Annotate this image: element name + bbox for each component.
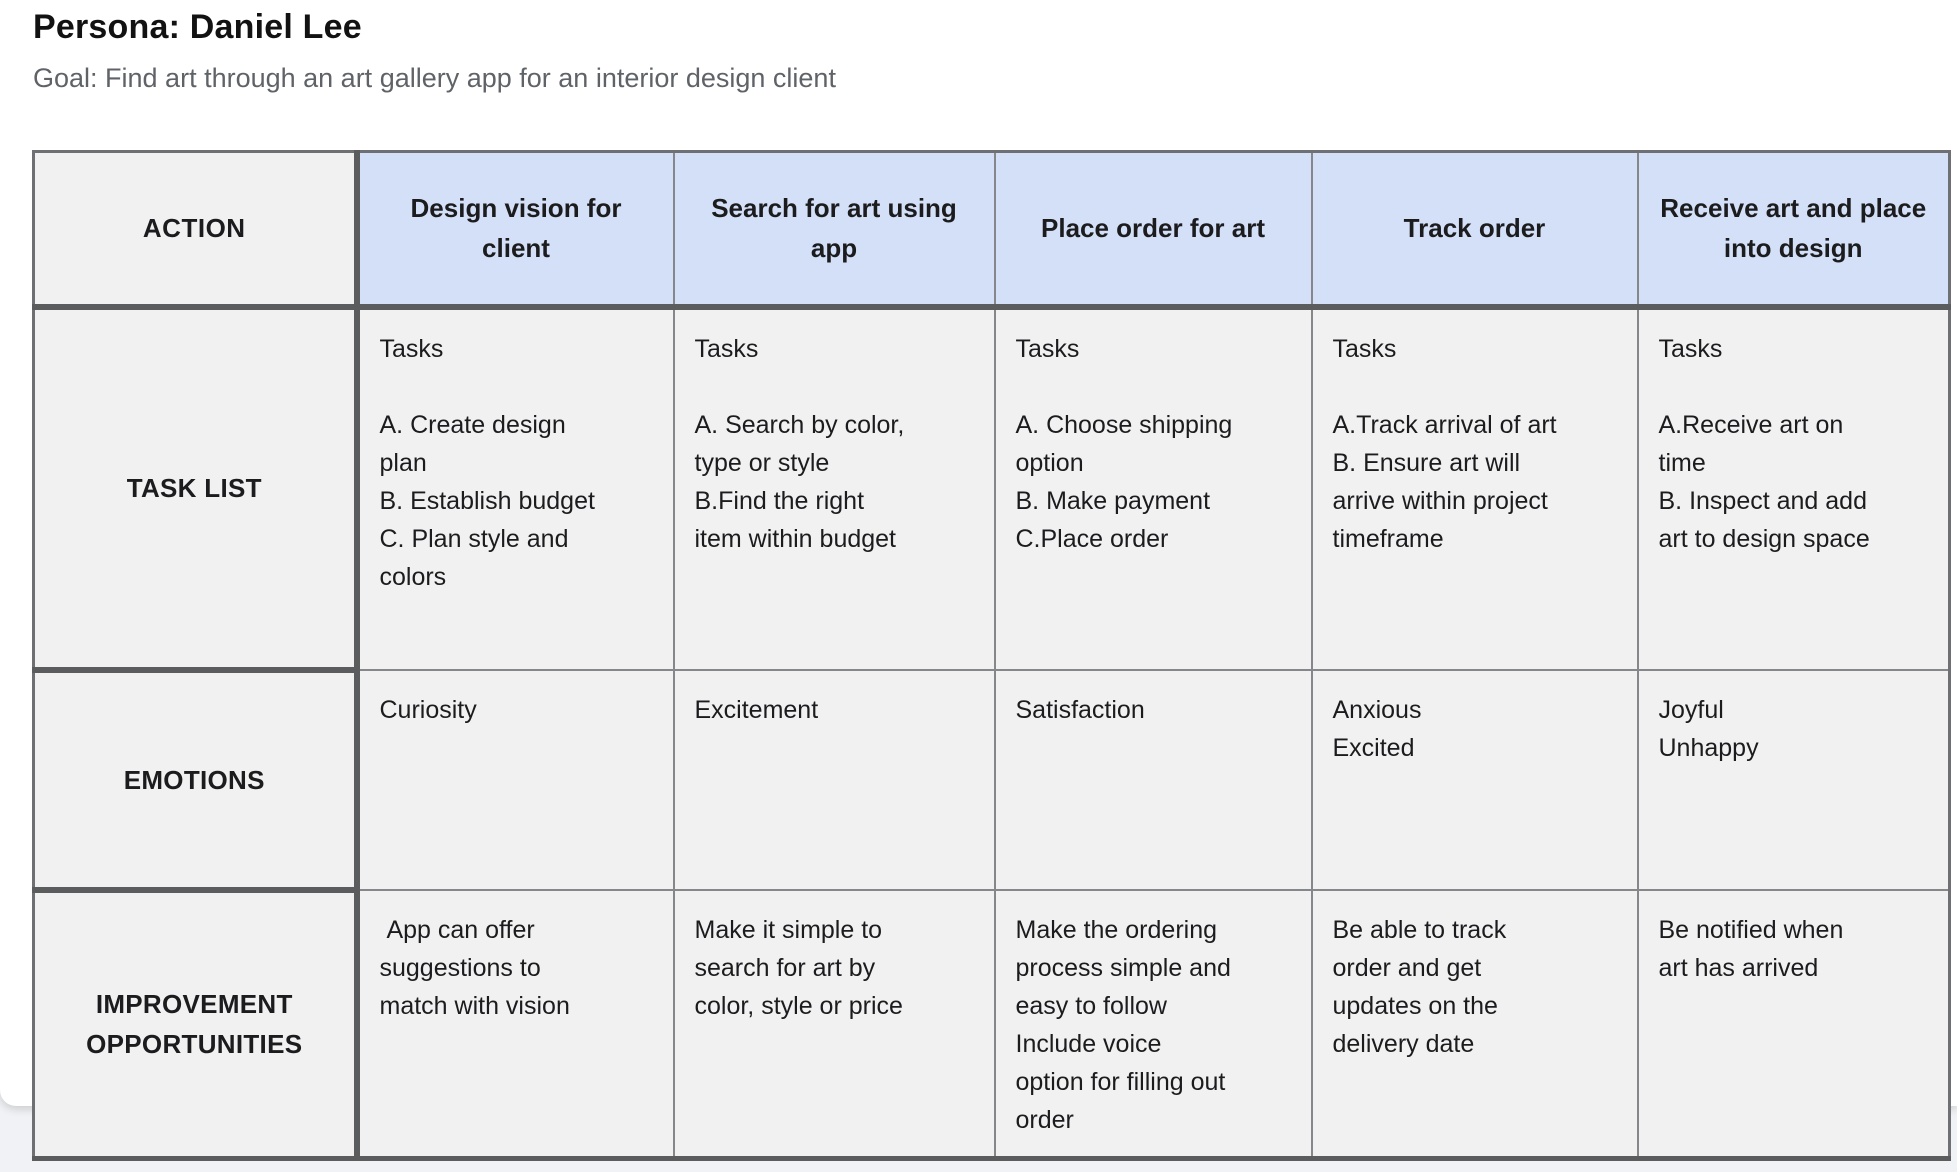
cell-tasks-place-order: Tasks A. Choose shipping option B. Make …: [993, 305, 1313, 671]
cell-tasks-search-art: Tasks A. Search by color, type or style …: [672, 305, 996, 671]
page-title: Persona: Daniel Lee: [33, 8, 362, 46]
table-row-emotions: EMOTIONS Curiosity Excitement Satisfacti…: [32, 666, 1951, 893]
column-header-design-vision: Design vision for client: [355, 150, 675, 310]
corner-action-label: ACTION: [32, 150, 360, 310]
table-row-improvement: IMPROVEMENT OPPORTUNITIES App can offer …: [32, 886, 1951, 1161]
cell-emotions-search-art: Excitement: [672, 668, 996, 891]
cell-tasks-receive-art: Tasks A.Receive art on time B. Inspect a…: [1636, 305, 1951, 671]
cell-emotions-place-order: Satisfaction: [993, 668, 1313, 891]
cell-tasks-track-order: Tasks A.Track arrival of art B. Ensure a…: [1310, 305, 1639, 671]
cell-emotions-design-vision: Curiosity: [355, 668, 675, 891]
cell-improve-place-order: Make the ordering process simple and eas…: [993, 888, 1313, 1161]
page-subtitle: Goal: Find art through an art gallery ap…: [33, 63, 836, 93]
column-header-track-order: Track order: [1310, 150, 1639, 310]
table-row-task-list: TASK LIST Tasks A. Create design plan B.…: [32, 303, 1951, 673]
cell-improve-design-vision: App can offer suggestions to match with …: [355, 888, 675, 1161]
cell-improve-track-order: Be able to track order and get updates o…: [1310, 888, 1639, 1161]
column-header-receive-art: Receive art and place into design: [1636, 150, 1951, 310]
column-header-place-order: Place order for art: [993, 150, 1313, 310]
cell-emotions-receive-art: Joyful Unhappy: [1636, 668, 1951, 891]
table-header-row: ACTION Design vision for client Search f…: [32, 150, 1951, 310]
cell-emotions-track-order: Anxious Excited: [1310, 668, 1639, 891]
row-label-emotions: EMOTIONS: [32, 666, 360, 893]
document-header: Persona: Daniel Lee Goal: Find art throu…: [33, 8, 1433, 94]
journey-map-table: ACTION Design vision for client Search f…: [32, 150, 1951, 1161]
column-header-search-art: Search for art using app: [672, 150, 996, 310]
cell-tasks-design-vision: Tasks A. Create design plan B. Establish…: [355, 305, 675, 671]
row-label-task-list: TASK LIST: [32, 303, 360, 673]
cell-improve-search-art: Make it simple to search for art by colo…: [672, 888, 996, 1161]
row-label-improvement-opportunities: IMPROVEMENT OPPORTUNITIES: [32, 886, 360, 1161]
cell-improve-receive-art: Be notified when art has arrived: [1636, 888, 1951, 1161]
